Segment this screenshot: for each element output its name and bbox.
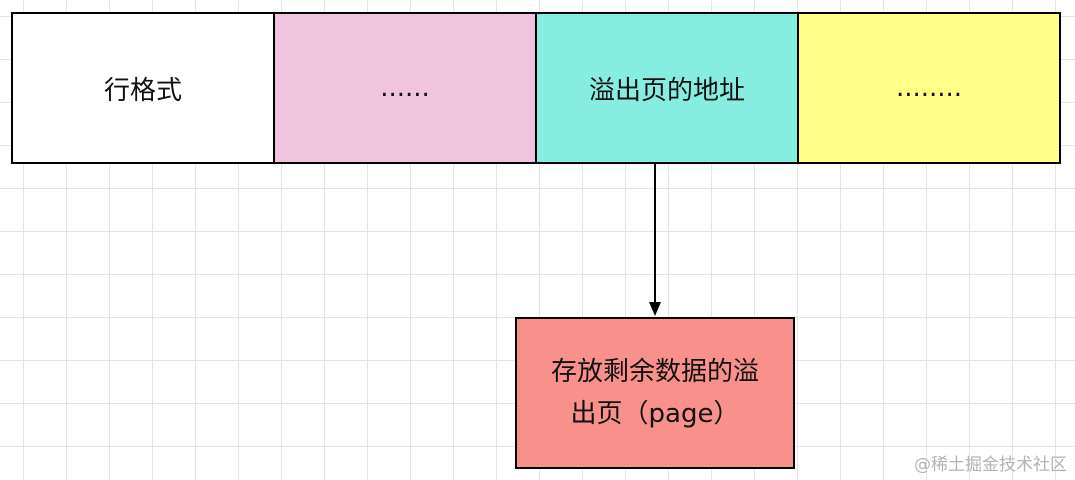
overflow-page-line-1: 存放剩余数据的溢 <box>550 357 759 387</box>
overflow-address-cell: 溢出页的地址 <box>535 14 797 162</box>
row-format-label: 行格式 <box>103 75 182 106</box>
data-cell-2: ........ <box>797 14 1059 162</box>
overflow-address-label: 溢出页的地址 <box>588 75 745 106</box>
overflow-page-box: 存放剩余数据的溢 出页（page） <box>515 317 795 469</box>
data-cell-1-label: ...... <box>380 73 430 103</box>
overflow-page-text: 存放剩余数据的溢 出页（page） <box>530 351 780 435</box>
row-format-cell: 行格式 <box>13 14 273 162</box>
watermark: @稀土掘金技术社区 <box>914 455 1067 475</box>
data-cell-2-label: ........ <box>895 73 963 103</box>
data-cell-1: ...... <box>273 14 535 162</box>
arrowhead-icon <box>649 302 661 316</box>
row-format-record: 行格式 ...... 溢出页的地址 ........ <box>11 12 1061 164</box>
overflow-page-line-2: 出页（page） <box>570 399 740 429</box>
